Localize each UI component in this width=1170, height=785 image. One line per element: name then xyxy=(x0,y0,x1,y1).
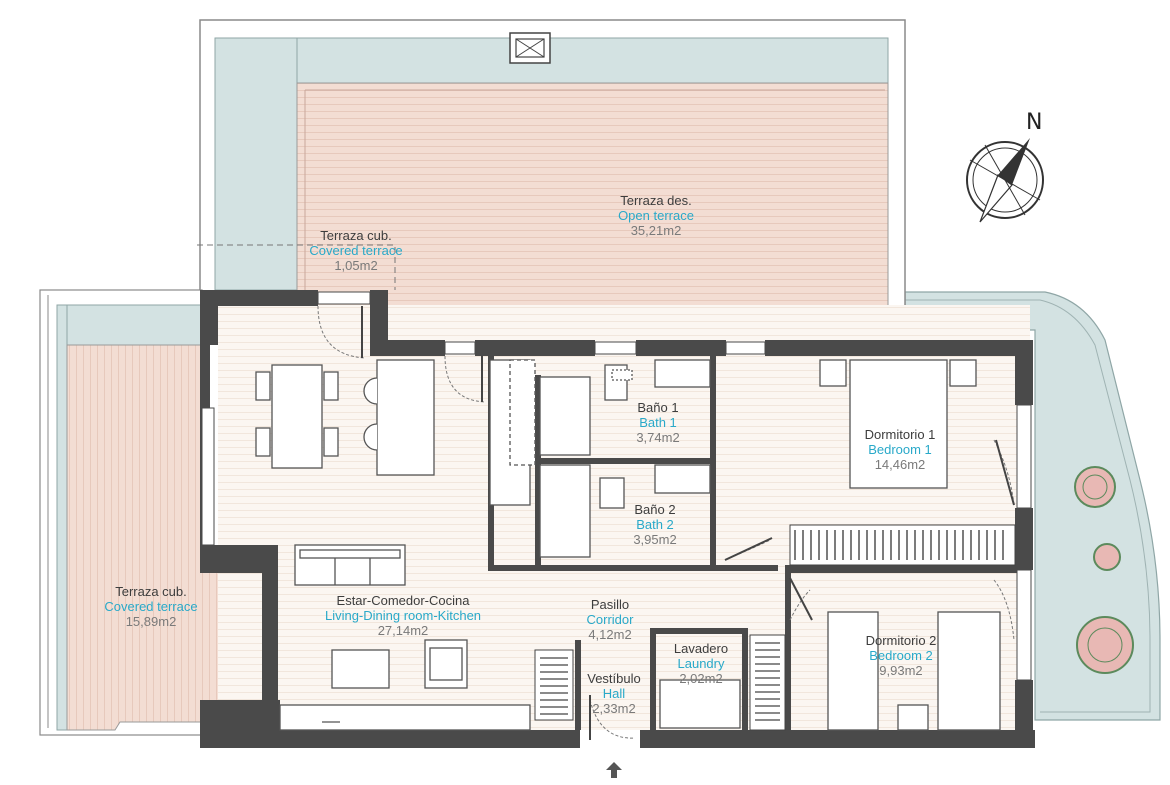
label-living: Estar-Comedor-Cocina Living-Dining room-… xyxy=(324,593,482,638)
label-bath-1: Baño 1 Bath 1 3,74m2 xyxy=(636,400,680,445)
left-terrace-frame xyxy=(39,289,263,736)
door-leaves xyxy=(361,306,1015,740)
wardrobe-bedroom1 xyxy=(789,524,1016,566)
label-bath-2: Baño 2 Bath 2 3,95m2 xyxy=(633,502,677,547)
label-laundry: Lavadero Laundry 2,02m2 xyxy=(673,641,729,686)
wardrobe-hall xyxy=(534,649,574,721)
tree-icons xyxy=(1074,466,1134,674)
compass-rose-icon xyxy=(966,138,1044,223)
kitchen-island xyxy=(376,359,435,476)
garden-area xyxy=(904,291,1161,721)
label-bedroom-2: Dormitorio 2 Bedroom 2 9,93m2 xyxy=(865,633,937,678)
upper-terrace-frame xyxy=(199,19,906,341)
bed-1 xyxy=(849,359,948,489)
dining-table xyxy=(271,364,323,469)
compass-north-label: N xyxy=(1026,110,1043,135)
windows xyxy=(201,291,1032,681)
vent-icon xyxy=(509,32,551,64)
wardrobe-bedroom2 xyxy=(749,634,786,731)
label-open-terrace: Terraza des. Open terrace 35,21m2 xyxy=(618,193,694,238)
label-covered-terrace-top: Terraza cub. Covered terrace 1,05m2 xyxy=(309,228,403,273)
entrance-arrow-icon xyxy=(606,762,622,778)
label-corridor: Pasillo Corridor 4,12m2 xyxy=(586,597,634,642)
label-hall: Vestíbulo Hall 2,33m2 xyxy=(587,671,641,716)
covered-terrace-top-outline xyxy=(197,244,396,290)
label-bedroom-1: Dormitorio 1 Bedroom 1 14,46m2 xyxy=(864,427,936,472)
furniture xyxy=(255,359,1001,731)
label-covered-terrace-left: Terraza cub. Covered terrace 15,89m2 xyxy=(104,584,198,629)
walls xyxy=(200,290,1035,748)
